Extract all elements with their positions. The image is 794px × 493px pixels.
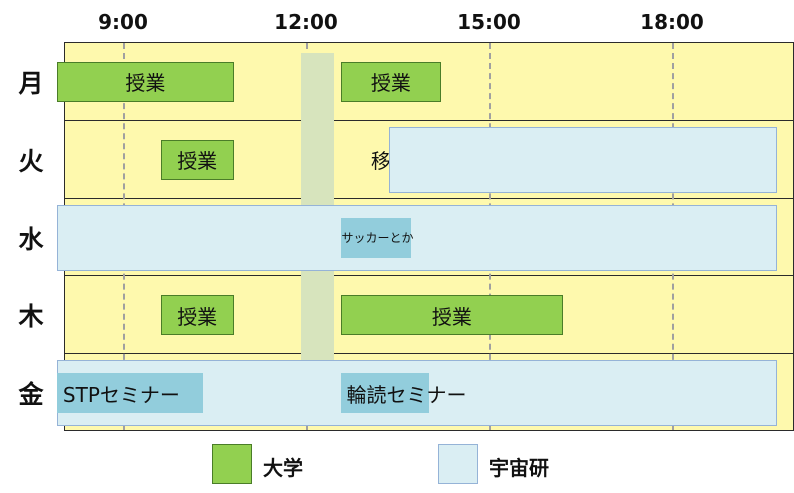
block-label: 授業 — [431, 304, 472, 329]
day-row — [65, 276, 793, 355]
time-tick-label: 15:00 — [457, 10, 521, 34]
legend-swatch — [212, 444, 252, 484]
time-tick-label: 18:00 — [640, 10, 704, 34]
day-label: 木 — [18, 302, 44, 332]
activity-block: サッカーとか — [340, 217, 414, 258]
block-label: 授業 — [370, 71, 411, 96]
university-block: 授業 — [160, 295, 234, 336]
time-tick-label: 12:00 — [274, 10, 338, 34]
day-row — [65, 121, 793, 199]
day-label: 水 — [18, 224, 44, 254]
time-tick-label: 9:00 — [98, 10, 148, 34]
block-label: 授業 — [177, 304, 218, 329]
activity-block: STPセミナー — [56, 373, 204, 414]
lab-block — [56, 204, 777, 271]
day-row — [65, 43, 793, 121]
schedule-grid: 授業授業授業移動サッカーとか授業授業STPセミナー輪読セミナー昼食 — [56, 42, 794, 431]
day-row — [65, 199, 793, 277]
legend-label: 大学 — [263, 456, 303, 480]
day-label: 月 — [18, 68, 44, 98]
university-block: 授業 — [340, 61, 442, 102]
block-label: 輪読セミナー — [346, 382, 467, 407]
university-block: 授業 — [56, 61, 234, 102]
block-label: STPセミナー — [62, 382, 180, 407]
block-label: 授業 — [125, 71, 166, 96]
legend-swatch — [438, 444, 478, 484]
lab-block — [389, 126, 777, 193]
block-label: 授業 — [177, 149, 218, 174]
activity-block: 輪読セミナー — [340, 373, 467, 414]
legend-label: 宇宙研 — [489, 456, 549, 480]
block-label: サッカーとか — [341, 231, 414, 245]
day-label: 火 — [18, 146, 44, 176]
university-block: 授業 — [340, 295, 564, 336]
university-block: 授業 — [160, 139, 234, 180]
day-label: 金 — [18, 380, 44, 410]
